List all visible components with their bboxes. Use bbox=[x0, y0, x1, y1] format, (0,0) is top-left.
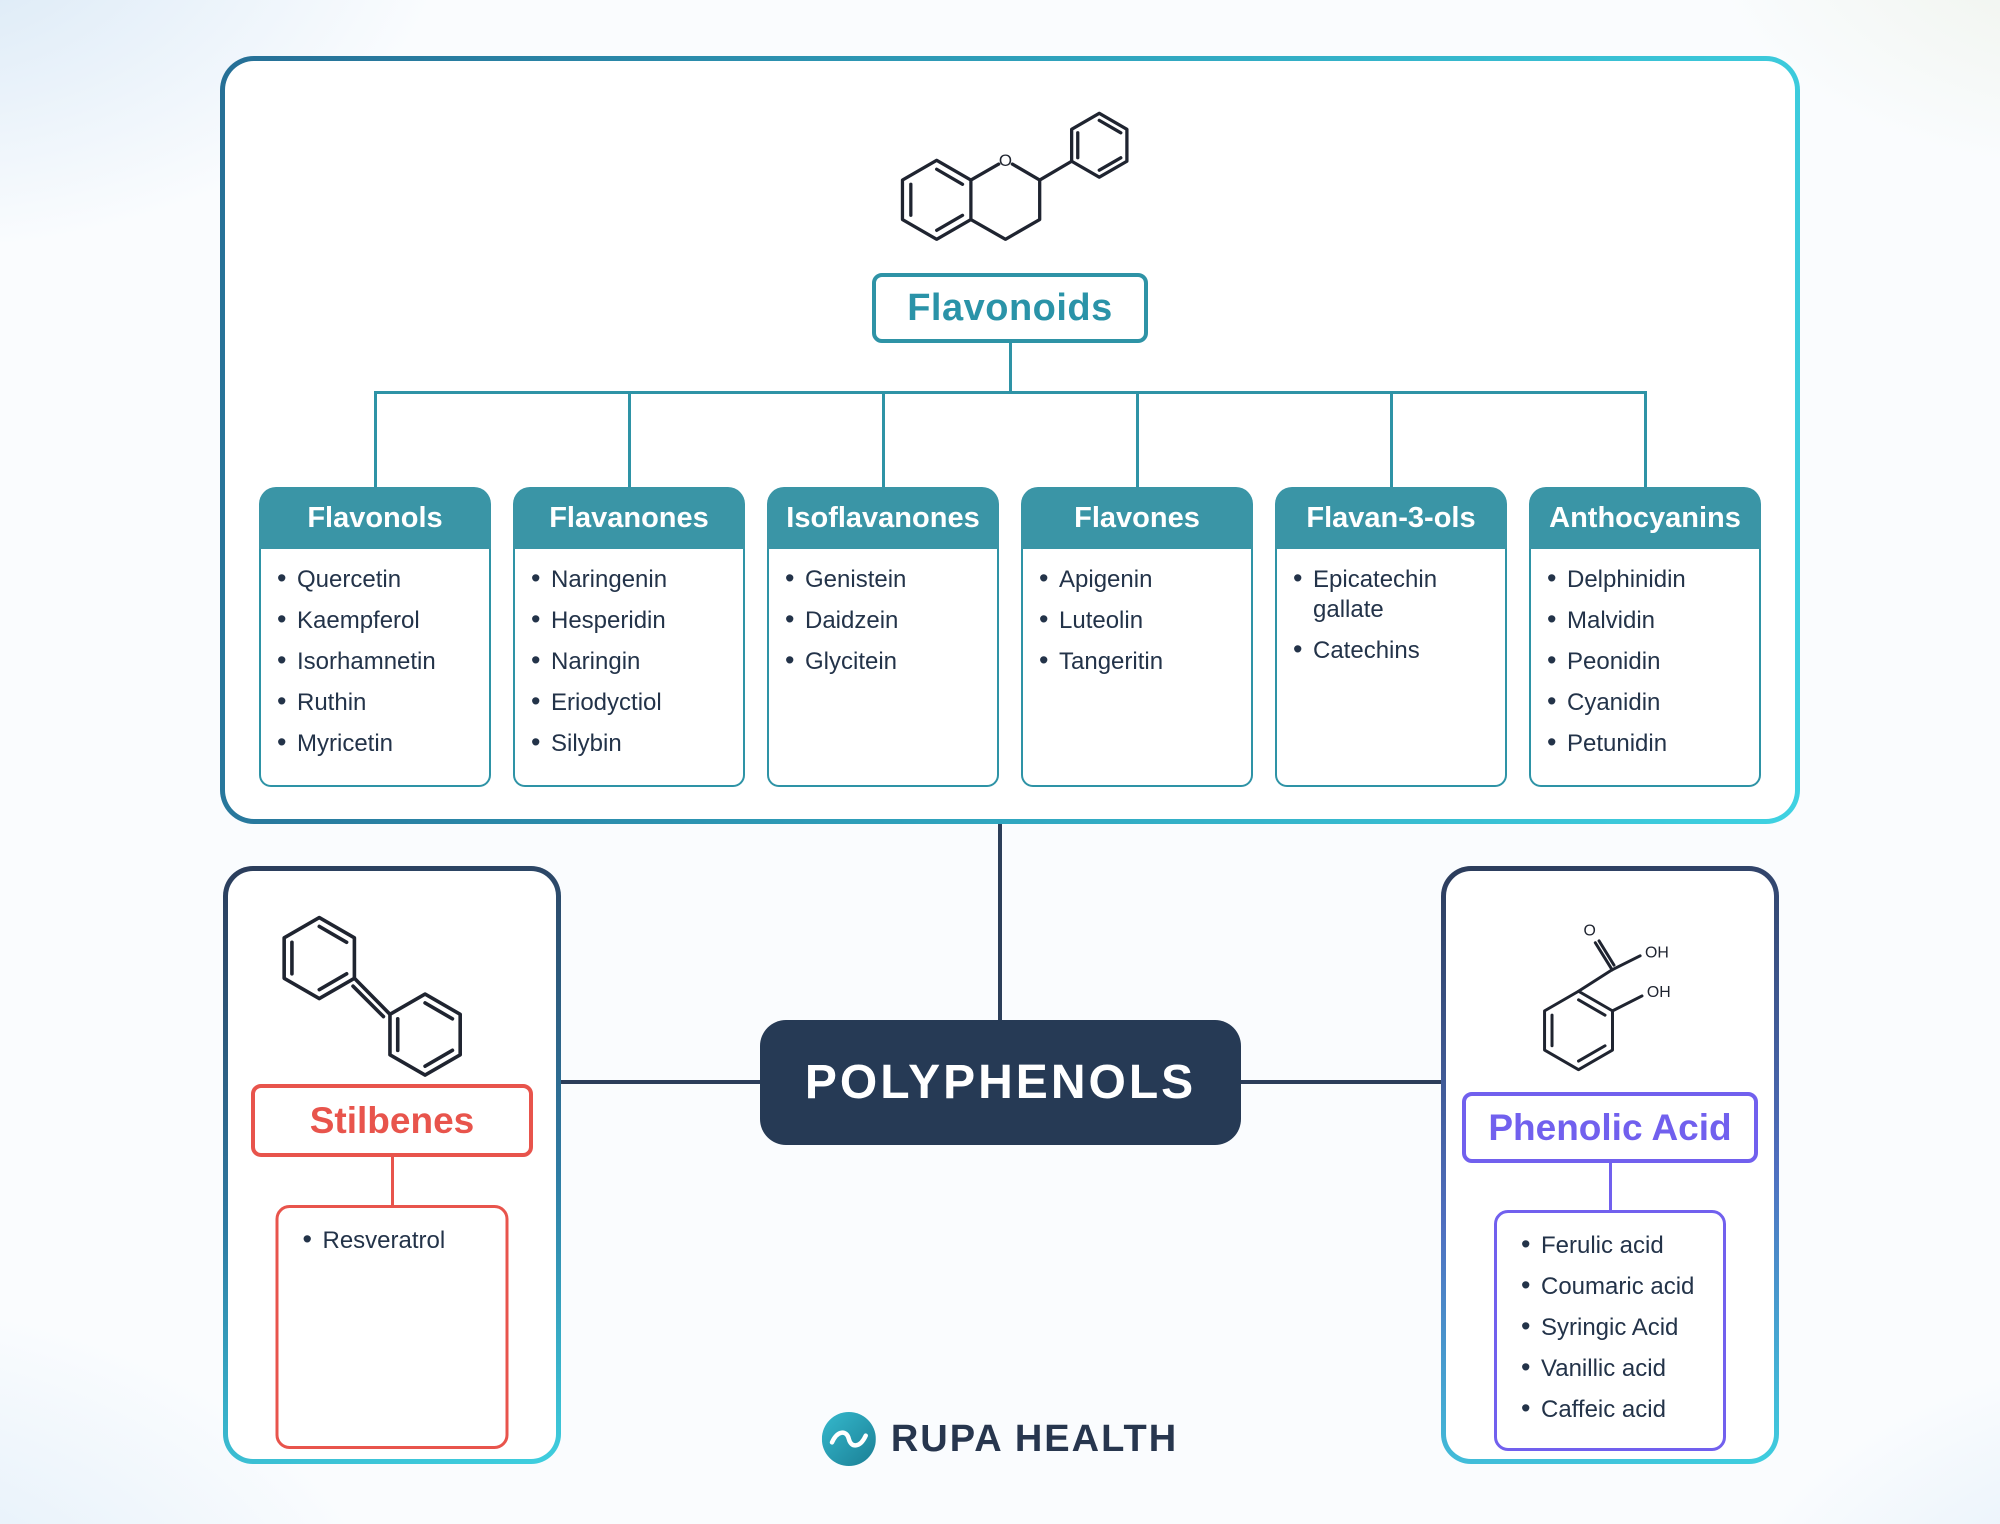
connector-stilbenes-polyphenols bbox=[561, 1080, 761, 1084]
carboxyl-hydroxyl-label: OH bbox=[1645, 945, 1669, 962]
category-box: Flavanones NaringeninHesperidinNaringinE… bbox=[513, 391, 745, 787]
stilbenes-panel: Stilbenes Resveratrol bbox=[223, 866, 561, 1464]
category-header: Anthocyanins bbox=[1529, 487, 1761, 549]
category-box: Anthocyanins DelphinidinMalvidinPeonidin… bbox=[1529, 391, 1761, 787]
category-item: Cyanidin bbox=[1535, 686, 1753, 718]
polyphenols-node: POLYPHENOLS bbox=[760, 1020, 1241, 1145]
flavonoids-panel: O Flavonoids Flavonols QuercetinKaempfer… bbox=[220, 56, 1800, 824]
category-body: NaringeninHesperidinNaringinEriodyctiolS… bbox=[513, 549, 745, 787]
carbonyl-oxygen-label: O bbox=[1584, 922, 1596, 939]
phenolic-acid-item: Coumaric acid bbox=[1509, 1270, 1719, 1302]
connector-flavonoids-stub bbox=[1008, 343, 1012, 392]
category-item: Naringenin bbox=[519, 563, 737, 595]
connector-stilbenes-stub bbox=[390, 1157, 394, 1205]
category-item: Isorhamnetin bbox=[265, 645, 483, 677]
category-item: Peonidin bbox=[1535, 645, 1753, 677]
flavanone-structure-icon: O bbox=[869, 87, 1151, 261]
category-item: Apigenin bbox=[1027, 563, 1245, 595]
phenolic-acid-panel: O OH OH Phenolic Acid Ferulic acidCoumar… bbox=[1441, 866, 1779, 1464]
category-item: Epicatechin gallate bbox=[1281, 563, 1499, 625]
category-list: ApigeninLuteolinTangeritin bbox=[1027, 563, 1245, 677]
category-box: Flavones ApigeninLuteolinTangeritin bbox=[1021, 391, 1253, 787]
category-body: ApigeninLuteolinTangeritin bbox=[1021, 549, 1253, 787]
category-box: Flavonols QuercetinKaempferolIsorhamneti… bbox=[259, 391, 491, 787]
phenolic-acid-item: Ferulic acid bbox=[1509, 1229, 1719, 1261]
category-item: Malvidin bbox=[1535, 604, 1753, 636]
category-item: Glycitein bbox=[773, 645, 991, 677]
category-box: Flavan-3-ols Epicatechin gallateCatechin… bbox=[1275, 391, 1507, 787]
category-header: Isoflavanones bbox=[767, 487, 999, 549]
category-body: DelphinidinMalvidinPeonidinCyanidinPetun… bbox=[1529, 549, 1761, 787]
category-header: Flavones bbox=[1021, 487, 1253, 549]
phenolic-acid-item: Vanillic acid bbox=[1509, 1352, 1719, 1384]
category-list: QuercetinKaempferolIsorhamnetinRuthinMyr… bbox=[265, 563, 483, 759]
category-item: Petunidin bbox=[1535, 727, 1753, 759]
flavonoid-categories: Flavonols QuercetinKaempferolIsorhamneti… bbox=[259, 391, 1761, 787]
category-item: Catechins bbox=[1281, 634, 1499, 666]
phenolic-acid-title: Phenolic Acid bbox=[1462, 1092, 1758, 1163]
category-item: Ruthin bbox=[265, 686, 483, 718]
flavonoids-title-label: Flavonoids bbox=[907, 286, 1113, 329]
connector-phenolic-stub bbox=[1608, 1163, 1612, 1210]
category-box: Isoflavanones GenisteinDaidzeinGlycitein bbox=[767, 391, 999, 787]
flavonoids-panel-body: O Flavonoids Flavonols QuercetinKaempfer… bbox=[225, 61, 1795, 819]
category-item: Daidzein bbox=[773, 604, 991, 636]
category-body: Epicatechin gallateCatechins bbox=[1275, 549, 1507, 787]
phenolic-acid-item: Syringic Acid bbox=[1509, 1311, 1719, 1343]
phenolic-acid-title-label: Phenolic Acid bbox=[1488, 1106, 1732, 1148]
category-item: Myricetin bbox=[265, 727, 483, 759]
category-item: Naringin bbox=[519, 645, 737, 677]
flavonoids-title: Flavonoids bbox=[872, 273, 1148, 343]
stilbenes-list-box: Resveratrol bbox=[275, 1205, 509, 1449]
category-item: Quercetin bbox=[265, 563, 483, 595]
phenolic-acid-item: Caffeic acid bbox=[1509, 1393, 1719, 1425]
category-item: Eriodyctiol bbox=[519, 686, 737, 718]
category-list: DelphinidinMalvidinPeonidinCyanidinPetun… bbox=[1535, 563, 1753, 759]
category-list: GenisteinDaidzeinGlycitein bbox=[773, 563, 991, 677]
category-body: QuercetinKaempferolIsorhamnetinRuthinMyr… bbox=[259, 549, 491, 787]
stilbenes-item: Resveratrol bbox=[291, 1224, 500, 1256]
category-list: NaringeninHesperidinNaringinEriodyctiolS… bbox=[519, 563, 737, 759]
stilbenes-title-label: Stilbenes bbox=[309, 1099, 475, 1141]
ring-hydroxyl-label: OH bbox=[1647, 984, 1671, 1001]
category-item: Genistein bbox=[773, 563, 991, 595]
connector-categories-rail bbox=[375, 391, 1645, 394]
phenolic-acid-list-box: Ferulic acidCoumaric acidSyringic AcidVa… bbox=[1494, 1210, 1726, 1451]
oxygen-atom-label: O bbox=[999, 151, 1012, 170]
category-item: Tangeritin bbox=[1027, 645, 1245, 677]
brand-footer: RUPA HEALTH bbox=[821, 1412, 1179, 1466]
category-header: Flavanones bbox=[513, 487, 745, 549]
stilbene-structure-icon bbox=[254, 895, 496, 1103]
category-item: Silybin bbox=[519, 727, 737, 759]
connector-flavonoids-polyphenols bbox=[998, 824, 1002, 1020]
stilbenes-panel-body: Stilbenes Resveratrol bbox=[228, 871, 556, 1459]
category-body: GenisteinDaidzeinGlycitein bbox=[767, 549, 999, 787]
stilbenes-list: Resveratrol bbox=[291, 1224, 500, 1256]
category-item: Kaempferol bbox=[265, 604, 483, 636]
category-item: Luteolin bbox=[1027, 604, 1245, 636]
category-header: Flavan-3-ols bbox=[1275, 487, 1507, 549]
phenolic-acid-list: Ferulic acidCoumaric acidSyringic AcidVa… bbox=[1509, 1229, 1719, 1425]
category-header: Flavonols bbox=[259, 487, 491, 549]
polyphenols-label: POLYPHENOLS bbox=[804, 1056, 1197, 1109]
category-item: Delphinidin bbox=[1535, 563, 1753, 595]
brand-name: RUPA HEALTH bbox=[890, 1417, 1179, 1460]
connector-phenolic-polyphenols bbox=[1241, 1080, 1441, 1084]
rupa-infinity-wave-icon bbox=[821, 1412, 876, 1466]
category-item: Hesperidin bbox=[519, 604, 737, 636]
salicylic-acid-structure-icon: O OH OH bbox=[1502, 883, 1698, 1103]
phenolic-acid-panel-body: O OH OH Phenolic Acid Ferulic acidCoumar… bbox=[1446, 871, 1774, 1459]
category-list: Epicatechin gallateCatechins bbox=[1281, 563, 1499, 666]
stilbenes-title: Stilbenes bbox=[251, 1084, 533, 1157]
